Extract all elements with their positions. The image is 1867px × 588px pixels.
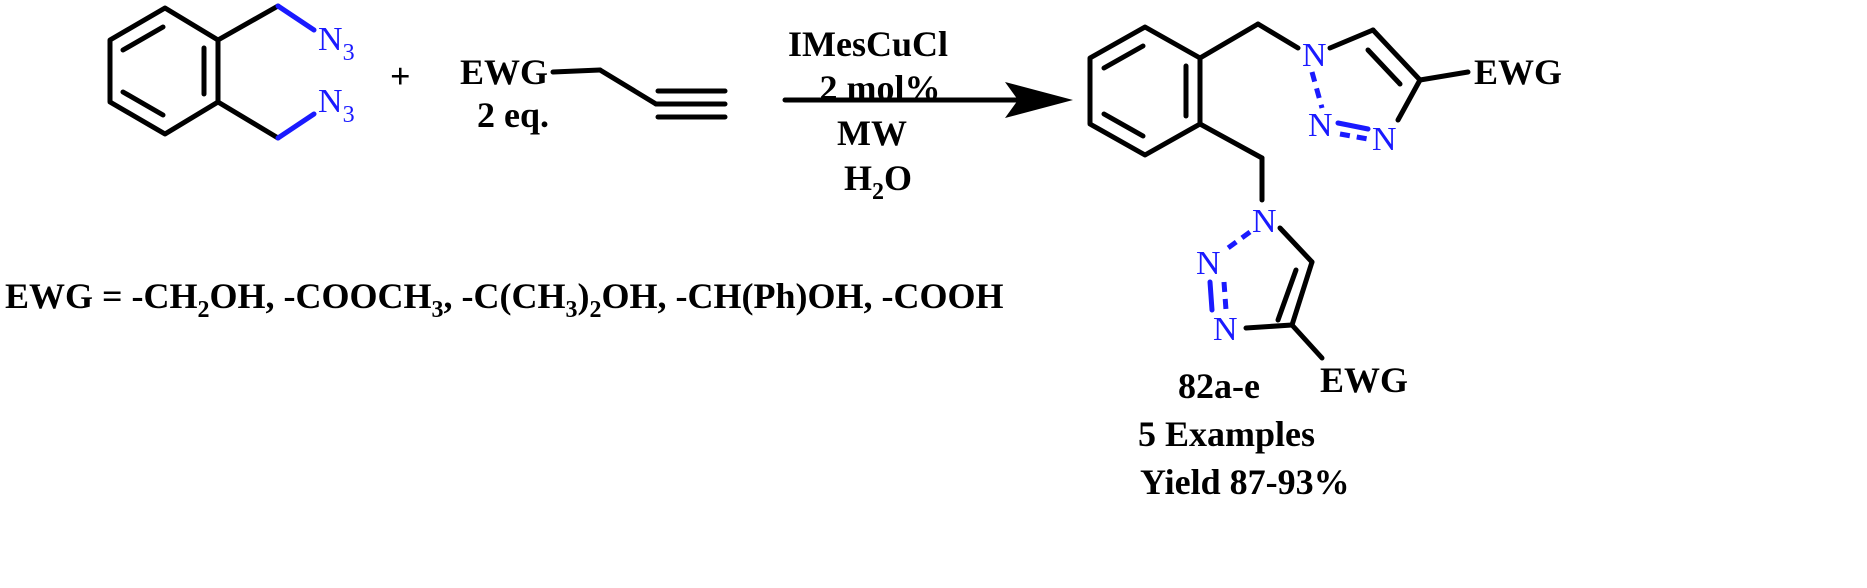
triazole-top-n1-n2 [1309, 71, 1325, 109]
plus-sign: + [390, 56, 411, 96]
ring-inner-double-bond [120, 24, 166, 53]
alkyne-ch2-bond [550, 67, 603, 75]
triazole-bottom-c5-c4-inner [1275, 267, 1299, 323]
alkyne-propargyl-bond [597, 67, 659, 107]
azide-label-top: N3 [318, 21, 355, 66]
product-ewg-bottom: EWG [1320, 360, 1408, 400]
ch2-n-bond-bottom [275, 111, 317, 141]
triazole-bottom-c5-c4 [1289, 259, 1315, 328]
ch2-bond-bottom [1197, 121, 1265, 161]
triazole-bottom-n3: N [1213, 311, 1238, 348]
azide-label-bottom: N3 [318, 83, 355, 128]
triazole-top-n2-n3 [1335, 120, 1371, 132]
triazole-bottom-n2-n3 [1207, 279, 1215, 313]
triazole-bottom-c4-n3 [1243, 322, 1295, 331]
triazole-top-n3: N [1372, 121, 1397, 158]
triazole-bottom-n2: N [1196, 245, 1221, 282]
yield-range: Yield 87-93% [1140, 462, 1350, 502]
triazole-bottom-n2-n3-dashed [1221, 281, 1229, 311]
alkyne-ewg-label: EWG [460, 52, 548, 92]
triazole-top-c5-c4-inner [1365, 47, 1403, 87]
ch2-bond-bottom [215, 99, 281, 141]
triazole-bottom-n1-c5 [1277, 225, 1315, 265]
triazole-bottom-c4-ewg [1289, 322, 1325, 361]
reactant-alkyne: EWG 2 eq. [460, 52, 728, 135]
product-bis-triazole: N N N EWG N N N EWG 82a-e 5 Examples Yie… [1087, 21, 1562, 502]
reaction-arrow-head [1005, 82, 1073, 118]
triazole-top-c5-c4 [1370, 27, 1423, 83]
heating-method: MW [837, 113, 907, 153]
ch2-n-bond-top [1255, 21, 1301, 51]
triazole-top-n1: N [1302, 37, 1327, 74]
triazole-top-n1-c5 [1327, 27, 1376, 51]
ewg-definition: EWG = -CH2OH, -COOCH3, -C(CH3)2OH, -CH(P… [5, 276, 1003, 323]
product-ewg-top: EWG [1474, 52, 1562, 92]
catalyst-label: IMesCuCl [788, 24, 948, 64]
compound-id: 82a-e [1178, 366, 1260, 406]
examples-count: 5 Examples [1138, 414, 1315, 454]
ring-inner-double-bond [1101, 111, 1146, 139]
ch2-bond-top [215, 3, 281, 43]
triazole-top-c4-n3 [1395, 77, 1423, 123]
triazole-bottom-n1-n2 [1226, 229, 1252, 251]
ch2-n-bond-top [275, 3, 317, 33]
triazole-top-n2: N [1308, 107, 1333, 144]
triazole-top-n2-n3-dashed [1339, 131, 1369, 142]
alkyne-equivalents: 2 eq. [477, 95, 549, 135]
ring-inner-double-bond [1101, 43, 1146, 71]
reaction-conditions: IMesCuCl 2 mol% MW H2O [782, 24, 1073, 205]
triazole-top-c4-ewg [1417, 69, 1471, 83]
ch2-bond-top [1197, 21, 1261, 61]
solvent-label: H2O [844, 158, 912, 205]
triazole-bottom-n1: N [1252, 203, 1277, 240]
ring-inner-double-bond [120, 89, 166, 118]
reactant-diazide: N3 N3 [107, 3, 355, 141]
